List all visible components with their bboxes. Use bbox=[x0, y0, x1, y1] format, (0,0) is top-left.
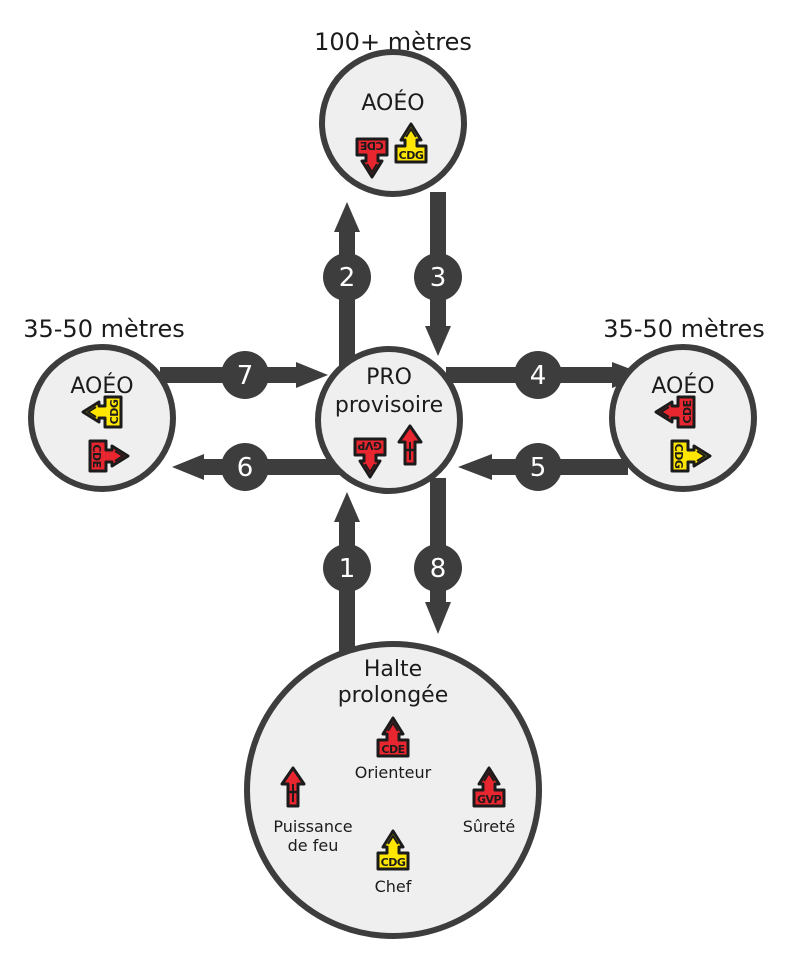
role-chef: Chef bbox=[375, 877, 412, 896]
step-label-1: 1 bbox=[339, 554, 356, 584]
node-left-title: AOÉO bbox=[70, 373, 133, 399]
role-puissance-line1: Puissance bbox=[273, 817, 352, 836]
cde-badge-label: CDE bbox=[90, 444, 103, 467]
node-right-title: AOÉO bbox=[651, 373, 714, 399]
cde-badge-icon: CDE bbox=[88, 439, 130, 473]
step-label-4: 4 bbox=[530, 361, 547, 391]
step-label-6: 6 bbox=[237, 453, 254, 483]
node-center-title-line2: provisoire bbox=[335, 393, 443, 418]
role-puissance-line2: de feu bbox=[288, 836, 339, 855]
step-disc-8: 8 bbox=[414, 544, 462, 592]
step-discs: 2 3 7 6 4 5 1 8 bbox=[221, 253, 562, 592]
cde-badge-label: CDE bbox=[681, 400, 694, 423]
cdg-badge-icon: CDG bbox=[376, 829, 410, 871]
step-disc-6: 6 bbox=[221, 443, 269, 491]
cde-badge-label: CDE bbox=[360, 139, 383, 152]
cdg-badge-icon: CDG bbox=[670, 439, 712, 473]
step-disc-5: 5 bbox=[514, 443, 562, 491]
node-bottom-title-line1: Halte bbox=[364, 657, 422, 682]
node-bottom-halte: Halte prolongée CDE Orienteur Puissance … bbox=[244, 641, 542, 939]
cdg-badge-label: CDG bbox=[672, 444, 685, 469]
step-disc-2: 2 bbox=[323, 253, 371, 301]
cde-badge-icon: CDE bbox=[654, 395, 696, 429]
gvp-badge-label: GVP bbox=[477, 793, 502, 806]
step-label-2: 2 bbox=[339, 263, 356, 293]
cdg-badge-icon: CDG bbox=[81, 395, 123, 429]
distance-left: 35-50 mètres bbox=[23, 315, 185, 343]
role-surete: Sûreté bbox=[463, 817, 515, 836]
node-left-aoeo: AOÉO CDG CDE bbox=[28, 344, 176, 492]
node-top-aoeo: AOÉO CDE CDG bbox=[319, 49, 467, 197]
step-disc-1: 1 bbox=[323, 544, 371, 592]
distance-right: 35-50 mètres bbox=[603, 315, 765, 343]
step-label-8: 8 bbox=[430, 554, 447, 584]
node-bottom-title-line2: prolongée bbox=[338, 683, 449, 708]
node-right-aoeo: AOÉO CDE CDG bbox=[609, 344, 757, 492]
step-label-5: 5 bbox=[530, 453, 547, 483]
role-orienteur: Orienteur bbox=[355, 763, 432, 782]
cde-badge-icon: CDE bbox=[376, 716, 410, 758]
step-disc-7: 7 bbox=[221, 351, 269, 399]
node-top-title: AOÉO bbox=[361, 90, 424, 116]
cdg-badge-label: CDG bbox=[108, 399, 121, 424]
gvp-badge-icon: GVP bbox=[353, 437, 387, 479]
step-disc-3: 3 bbox=[414, 253, 462, 301]
node-center-pro: PRO provisoire GVP bbox=[315, 346, 463, 494]
cdg-badge-label: CDG bbox=[381, 856, 406, 869]
gvp-badge-icon: GVP bbox=[472, 766, 506, 808]
cdg-badge-icon: CDG bbox=[394, 122, 428, 164]
step-label-3: 3 bbox=[430, 263, 447, 293]
node-center-title-line1: PRO bbox=[366, 365, 412, 390]
step-label-7: 7 bbox=[237, 361, 254, 391]
step-disc-4: 4 bbox=[514, 351, 562, 399]
cdg-badge-label: CDG bbox=[399, 149, 424, 162]
cde-badge-icon: CDE bbox=[355, 137, 389, 179]
gvp-badge-label: GVP bbox=[358, 439, 383, 452]
cde-badge-label: CDE bbox=[381, 743, 404, 756]
